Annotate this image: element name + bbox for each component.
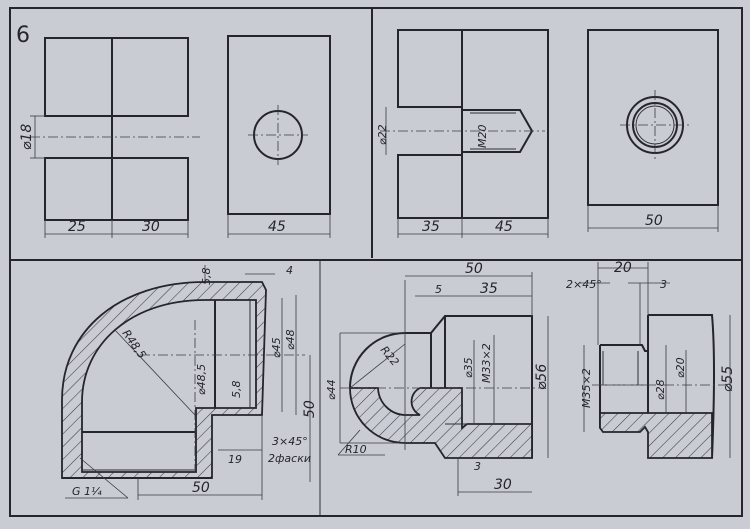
dim-diameter-48: ⌀48	[284, 329, 297, 350]
view-nut-section: 20 2×45° 3 M35×2 ⌀28 ⌀20 ⌀55	[566, 260, 736, 459]
dim-wall-top: 5,8	[200, 268, 213, 286]
thread-label: M35×2	[580, 368, 593, 408]
chamfer-note: 2фаски	[268, 452, 311, 465]
dim-left: 35	[422, 219, 440, 235]
dim-diameter-45: ⌀45	[270, 337, 283, 358]
dim-overall-length: 50	[465, 261, 483, 277]
dim-left: 25	[68, 219, 86, 235]
dim-radius: R48,5	[120, 327, 149, 361]
dim-radius-22: R22	[378, 344, 402, 369]
dim-diameter-35: ⌀35	[462, 357, 475, 378]
dim-chamfer: 2×45°	[566, 278, 602, 291]
chamfer-size: 3×45°	[272, 435, 308, 448]
dim-radius-10: R10	[345, 443, 367, 456]
dim-diameter-55: ⌀55	[720, 366, 736, 392]
dim-diameter-56: ⌀56	[534, 364, 550, 390]
dim-chamfer-length: 4	[286, 264, 293, 277]
dim-depth: 19	[228, 453, 242, 466]
thread-label: G 1¼	[72, 485, 102, 498]
dim-step: 5	[435, 283, 442, 296]
dim-length: 20	[614, 260, 632, 276]
dim-hole-diameter: ⌀22	[376, 124, 389, 145]
dim-height: 50	[302, 400, 318, 418]
thread-label: M33×2	[480, 343, 493, 383]
view-plate-top: 45	[227, 35, 331, 238]
dim-width: 50	[192, 480, 210, 496]
thread-label: M20	[476, 125, 489, 149]
view-threaded-joint-section: ⌀22 M20 35 45	[376, 29, 549, 238]
dim-hole-diameter: ⌀18	[19, 124, 35, 150]
view-pipe-elbow-section: 5,8 4 R48,5 ⌀48,5 ⌀45 ⌀48 5,8 50 3×45° 2…	[61, 264, 318, 500]
view-two-plates-section: ⌀18 25 30	[19, 37, 200, 238]
sheet-frames	[9, 7, 743, 517]
dim-width: 50	[645, 213, 663, 229]
dim-diameter-28: ⌀28	[654, 379, 667, 400]
dim-inner-diameter: ⌀48,5	[195, 364, 208, 395]
dim-groove: 3	[474, 460, 481, 473]
view-plug-section: 50 5 35 R22 ⌀44 ⌀35 M33×2 ⌀56 R10 3 30	[325, 261, 550, 496]
sheet-number: 6	[16, 23, 30, 48]
dim-bottom: 30	[494, 477, 512, 493]
view-plate-top-threaded: 50	[587, 29, 719, 232]
dim-diameter-20: ⌀20	[674, 357, 687, 378]
dim-inner-wall: 5,8	[230, 381, 243, 399]
dim-width: 45	[268, 219, 286, 235]
dim-right: 45	[495, 219, 513, 235]
dim-right: 30	[142, 219, 160, 235]
dim-body: 35	[480, 281, 498, 297]
dim-groove: 3	[660, 278, 667, 291]
dim-diameter-44: ⌀44	[325, 379, 338, 400]
